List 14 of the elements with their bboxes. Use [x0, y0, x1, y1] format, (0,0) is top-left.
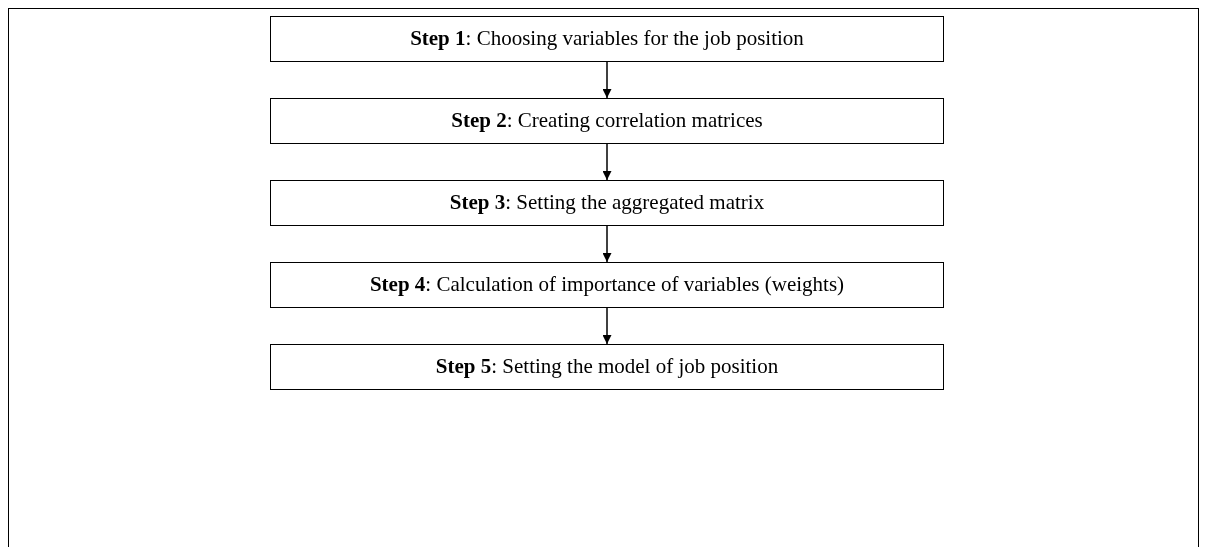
process-box	[270, 98, 944, 144]
process-box	[270, 344, 944, 390]
step-text: Step 4: Calculation of importance of variables (weights)	[369, 271, 845, 299]
arrow	[602, 307, 612, 345]
step-text: Step 1: Choosing variables for the job position	[410, 25, 804, 53]
arrow	[602, 143, 612, 181]
process-box	[270, 180, 944, 226]
step-text: Step 5: Setting the model of job position	[435, 353, 779, 381]
process-box	[270, 262, 944, 308]
step-text: Step 3: Setting the aggregated matrix	[449, 189, 765, 217]
process-box	[270, 16, 944, 62]
step-text: Step 2: Creating correlation matrices	[451, 107, 763, 135]
arrow	[602, 61, 612, 99]
arrow	[602, 225, 612, 263]
